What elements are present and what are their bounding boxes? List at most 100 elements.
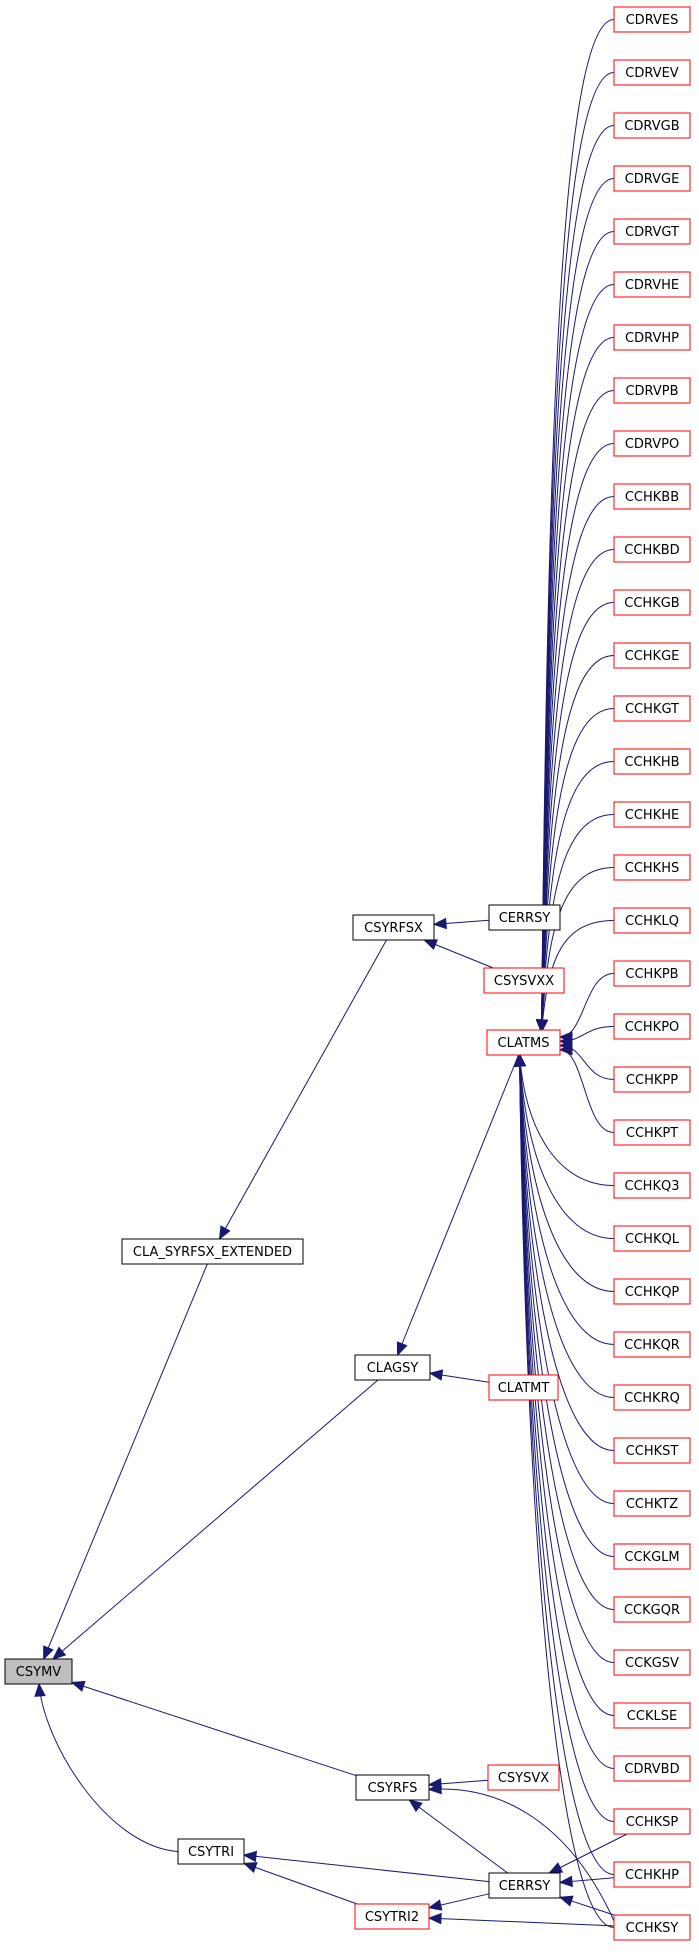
node-ccklse[interactable]: CCKLSE [613, 1702, 691, 1729]
edge-csysvxx-to-csyrfsx [423, 939, 494, 969]
node-label-csysvxx: CSYSVXX [494, 974, 554, 989]
node-label-cdrvev: CDRVEV [625, 66, 679, 81]
node-box-cchkhp [613, 1861, 691, 1888]
node-cchkq3[interactable]: CCHKQ3 [613, 1172, 691, 1199]
edge-csytri-to-csymv [34, 1682, 179, 1852]
node-label-csymv: CSYMV [16, 1665, 61, 1680]
node-cchkgt[interactable]: CCHKGT [613, 695, 691, 722]
node-label-cchktz: CCHKTZ [626, 1497, 678, 1512]
node-cchkhe[interactable]: CCHKHE [613, 801, 691, 828]
node-cchkhb[interactable]: CCHKHB [613, 748, 691, 775]
node-box-csysvxx [483, 967, 565, 994]
node-label-cdrvgb: CDRVGB [624, 119, 679, 134]
node-cchkhs[interactable]: CCHKHS [613, 854, 691, 881]
node-cckglm[interactable]: CCKGLM [613, 1543, 691, 1570]
node-cchklq[interactable]: CCHKLQ [613, 907, 691, 934]
node-cchkqr[interactable]: CCHKQR [613, 1331, 691, 1358]
node-cchkrq[interactable]: CCHKRQ [613, 1384, 691, 1411]
node-cdrvev[interactable]: CDRVEV [613, 59, 691, 86]
node-cchkpb[interactable]: CCHKPB [613, 960, 691, 987]
node-clatms[interactable]: CLATMS [486, 1029, 561, 1056]
node-label-cchkhs: CCHKHS [625, 861, 679, 876]
node-csysvx[interactable]: CSYSVX [487, 1764, 560, 1791]
edge-layer [34, 19, 628, 1928]
node-label-cdrvpb: CDRVPB [625, 384, 678, 399]
node-box-cerrsy_top [488, 904, 561, 931]
node-cdrvhp[interactable]: CDRVHP [613, 324, 691, 351]
node-cdrvbd[interactable]: CDRVBD [613, 1755, 691, 1782]
node-csytri[interactable]: CSYTRI [177, 1838, 245, 1865]
node-label-cerrsy: CERRSY [499, 1879, 551, 1894]
node-cchkqp[interactable]: CCHKQP [613, 1278, 691, 1305]
node-cchktz[interactable]: CCHKTZ [613, 1490, 691, 1517]
node-cchkpp[interactable]: CCHKPP [613, 1066, 691, 1093]
node-label-cchkhb: CCHKHB [624, 755, 679, 770]
node-box-cchkge [613, 642, 691, 669]
node-cchkhp[interactable]: CCHKHP [613, 1861, 691, 1888]
node-label-cchkgt: CCHKGT [625, 702, 679, 717]
node-cla_syrfsx_extended[interactable]: CLA_SYRFSX_EXTENDED [121, 1238, 304, 1265]
node-label-ccklse: CCKLSE [627, 1709, 677, 1724]
node-cdrvhe[interactable]: CDRVHE [613, 271, 691, 298]
node-label-cdrvge: CDRVGE [625, 172, 680, 187]
node-cdrves[interactable]: CDRVES [613, 6, 691, 33]
node-label-cckgsv: CCKGSV [625, 1656, 679, 1671]
node-clatmt[interactable]: CLATMT [488, 1374, 559, 1401]
node-box-csymv [4, 1658, 73, 1685]
node-cchkpo[interactable]: CCHKPO [613, 1013, 691, 1040]
node-box-cdrvpb [613, 377, 691, 404]
node-box-cchkbb [613, 483, 691, 510]
node-label-cchksp: CCHKSP [626, 1815, 679, 1830]
edge-cchksy-to-clatms [513, 1052, 615, 1928]
edge-clagsy-to-csymv [52, 1379, 379, 1660]
node-cchkbb[interactable]: CCHKBB [613, 483, 691, 510]
edge-clatmt-to-clagsy [428, 1369, 490, 1383]
node-clagsy[interactable]: CLAGSY [354, 1354, 431, 1381]
node-box-cchkqr [613, 1331, 691, 1358]
node-label-cchkpt: CCHKPT [626, 1126, 678, 1141]
node-cdrvpb[interactable]: CDRVPB [613, 377, 691, 404]
node-box-csytri2 [354, 1903, 430, 1930]
edge-cdrvev-to-clatms [535, 72, 615, 1034]
node-box-cchklq [613, 907, 691, 934]
node-cckgsv[interactable]: CCKGSV [613, 1649, 691, 1676]
node-cckgqr[interactable]: CCKGQR [613, 1596, 691, 1623]
edge-cchkhp-to-cerrsy [558, 1875, 615, 1888]
node-cchksy[interactable]: CCHKSY [613, 1914, 691, 1941]
edge-csytri2-to-csytri [242, 1862, 358, 1905]
node-csysvxx[interactable]: CSYSVXX [483, 967, 565, 994]
node-cchkbd[interactable]: CCHKBD [613, 536, 691, 563]
node-cchkpt[interactable]: CCHKPT [613, 1119, 691, 1146]
edge-cchkq3-to-clatms [514, 1052, 615, 1186]
node-box-cchksy [613, 1914, 691, 1941]
node-label-csysvx: CSYSVX [498, 1771, 549, 1786]
node-cchkst[interactable]: CCHKST [613, 1437, 691, 1464]
node-cchkgb[interactable]: CCHKGB [613, 589, 691, 616]
node-box-cdrvbd [613, 1755, 691, 1782]
node-box-cdrvhp [613, 324, 691, 351]
node-box-cchkrq [613, 1384, 691, 1411]
node-cdrvgt[interactable]: CDRVGT [613, 218, 691, 245]
node-box-ccklse [613, 1702, 691, 1729]
node-label-cchkpb: CCHKPB [625, 967, 678, 982]
node-box-cchkpb [613, 960, 691, 987]
edge-cerrsy_top-to-csyrfsx [432, 917, 490, 930]
node-cerrsy[interactable]: CERRSY [488, 1872, 561, 1899]
node-csyrfsx[interactable]: CSYRFSX [352, 914, 435, 941]
node-box-csyrfsx [352, 914, 435, 941]
node-cchkql[interactable]: CCHKQL [613, 1225, 691, 1252]
node-cchksp[interactable]: CCHKSP [613, 1808, 691, 1835]
node-cdrvgb[interactable]: CDRVGB [613, 112, 691, 139]
node-cdrvpo[interactable]: CDRVPO [613, 430, 691, 457]
node-csyrfs[interactable]: CSYRFS [355, 1774, 430, 1801]
node-cerrsy_top[interactable]: CERRSY [488, 904, 561, 931]
node-csytri2[interactable]: CSYTRI2 [354, 1903, 430, 1930]
node-box-clagsy [354, 1354, 431, 1381]
node-box-cdrvgb [613, 112, 691, 139]
node-cdrvge[interactable]: CDRVGE [613, 165, 691, 192]
node-label-cdrvhp: CDRVHP [625, 331, 679, 346]
edge-cerrsy-to-csyrfs [408, 1799, 508, 1874]
node-label-csyrfsx: CSYRFSX [364, 921, 423, 936]
node-cchkge[interactable]: CCHKGE [613, 642, 691, 669]
